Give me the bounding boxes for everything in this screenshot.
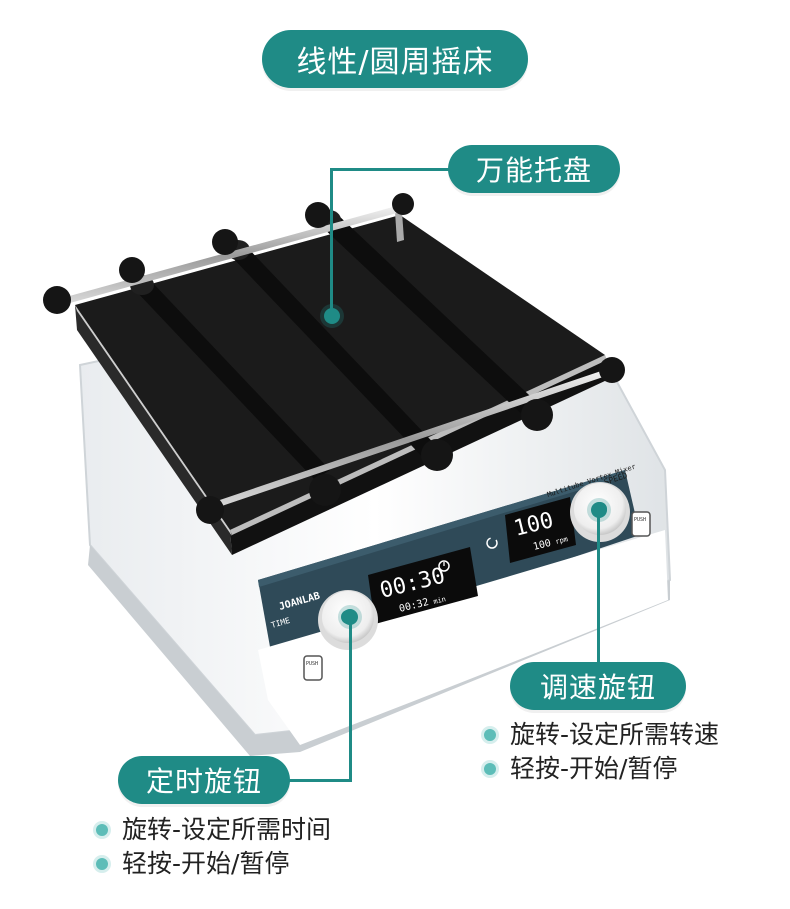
rotation-icon bbox=[486, 537, 498, 549]
push-badge-time: PUSH bbox=[303, 655, 323, 681]
steel-rods bbox=[55, 205, 612, 511]
svg-text:PUSH: PUSH bbox=[306, 661, 318, 667]
speed-actual-text: 100 bbox=[532, 538, 552, 553]
rod-end-knobs bbox=[43, 193, 625, 524]
speed-callout-vertical bbox=[597, 510, 600, 666]
tray-callout-dot bbox=[324, 308, 340, 324]
speed-display: 100 100 rpm bbox=[505, 497, 576, 563]
speed-knob-label: 调速旋钮 bbox=[510, 662, 686, 710]
svg-text:PUSH: PUSH bbox=[634, 517, 646, 523]
time-knob-label: 定时旋钮 bbox=[118, 756, 290, 804]
speed-note-1: 旋转-设定所需转速 bbox=[510, 720, 720, 749]
title-text: 线性/圆周摇床 bbox=[296, 45, 494, 80]
time-callout-horizontal bbox=[280, 779, 352, 782]
title-banner: 线性/圆周摇床 bbox=[262, 30, 528, 88]
time-knob-notes: 旋转-设定所需时间 轻按-开始/暂停 bbox=[96, 813, 331, 881]
list-item: 旋转-设定所需时间 bbox=[96, 813, 331, 847]
time-note-1: 旋转-设定所需时间 bbox=[122, 815, 332, 844]
tray-callout-vertical bbox=[330, 168, 333, 316]
speed-knob-notes: 旋转-设定所需转速 轻按-开始/暂停 bbox=[484, 718, 719, 786]
bullet-icon bbox=[484, 729, 496, 741]
list-item: 旋转-设定所需转速 bbox=[484, 718, 719, 752]
time-callout-vertical bbox=[349, 615, 352, 782]
speed-unit-text: rpm bbox=[555, 535, 569, 546]
time-callout-dot bbox=[342, 609, 358, 625]
speed-callout-dot bbox=[591, 502, 607, 518]
tray-callout-horizontal bbox=[330, 168, 450, 171]
speed-note-2: 轻按-开始/暂停 bbox=[510, 754, 678, 783]
time-note-2: 轻按-开始/暂停 bbox=[122, 849, 290, 878]
time-unit-text: min bbox=[433, 595, 447, 606]
bullet-icon bbox=[96, 858, 108, 870]
bullet-icon bbox=[484, 763, 496, 775]
list-item: 轻按-开始/暂停 bbox=[484, 752, 719, 786]
tray-label-text: 万能托盘 bbox=[475, 154, 592, 187]
bullet-icon bbox=[96, 824, 108, 836]
timer-icon bbox=[438, 560, 450, 572]
tray-label: 万能托盘 bbox=[448, 145, 620, 193]
time-knob-label-text: 定时旋钮 bbox=[145, 765, 262, 798]
speed-knob-label-text: 调速旋钮 bbox=[539, 671, 656, 704]
time-display: 00:30 00:32 min bbox=[368, 547, 478, 624]
list-item: 轻按-开始/暂停 bbox=[96, 847, 331, 881]
push-badge-speed: PUSH bbox=[631, 511, 651, 537]
